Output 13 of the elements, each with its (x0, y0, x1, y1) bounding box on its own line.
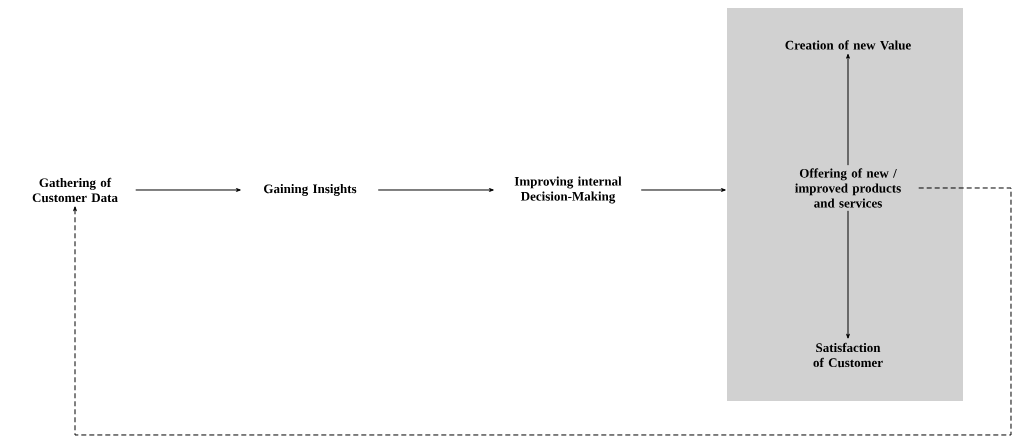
panel (727, 8, 963, 401)
arrow (846, 210, 850, 339)
arrow (135, 188, 241, 192)
step-label: Gathering of Customer Data (32, 177, 118, 203)
arrow (377, 188, 494, 192)
arrow (640, 188, 726, 192)
step-label: Offering of new / improved products and services (795, 168, 901, 208)
arrow (846, 53, 850, 166)
step-label: Satisfaction of Customer (813, 342, 883, 368)
step-label: Gaining Insights (264, 184, 357, 196)
step-label: Creation of new Value (785, 40, 911, 50)
step-label: Improving internal Decision-Making (514, 176, 622, 204)
arrow (73, 187, 1012, 436)
